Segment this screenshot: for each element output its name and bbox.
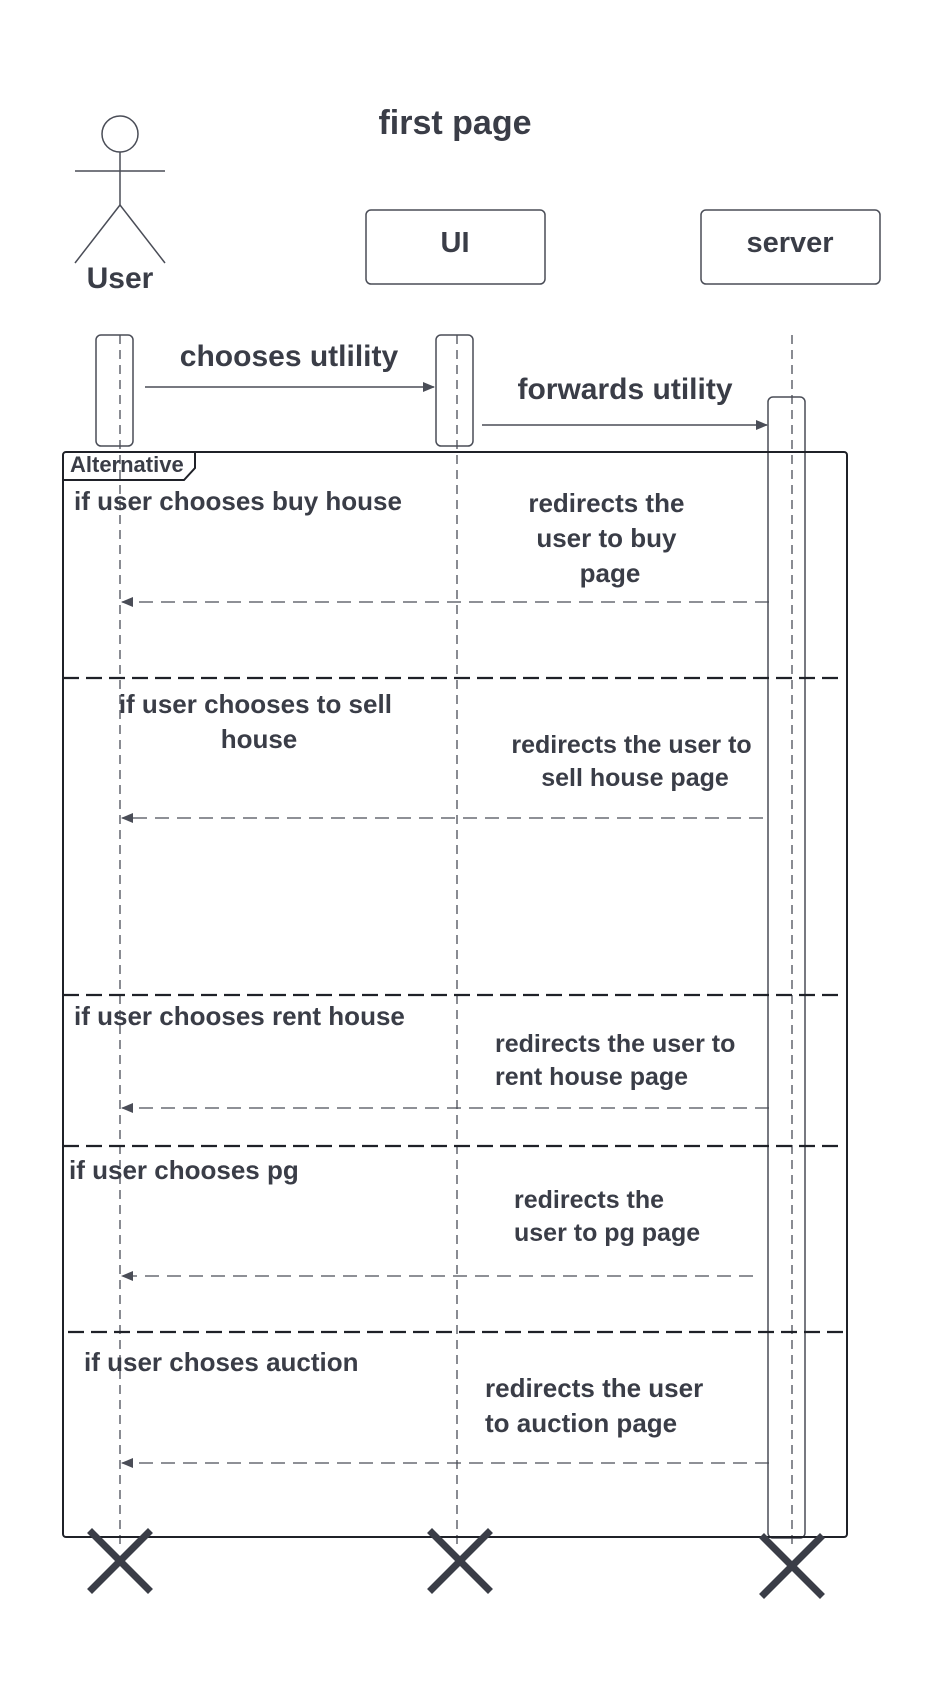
frame-tag-box — [63, 452, 196, 481]
reply-sell-house: redirects the user to sell house page — [511, 731, 758, 792]
server-participant-box — [700, 209, 881, 285]
actor-left-leg — [74, 204, 121, 264]
guard-line: if user chooses rent house — [74, 1001, 405, 1031]
guard-line: if user choses auction — [84, 1347, 359, 1377]
server-activation-bar — [767, 396, 806, 1539]
guard-sell-house: if user chooses to sell house — [119, 689, 399, 754]
reply-rent-house: redirects the user to rent house page — [495, 1030, 742, 1091]
reply-line: user to buy — [536, 523, 677, 553]
chooses-utility-label: chooses utlility — [180, 340, 399, 373]
ui-activation-bar — [435, 334, 474, 447]
reply-line: redirects the — [514, 1186, 664, 1214]
user-actor — [74, 115, 166, 264]
reply-line: to auction page — [485, 1408, 677, 1438]
server-participant-label: server — [746, 227, 833, 259]
reply-line: page — [580, 558, 641, 588]
user-activation-bar — [95, 334, 134, 447]
guard-auction: if user choses auction — [84, 1347, 359, 1377]
reply-pg: redirects the user to pg page — [514, 1186, 700, 1247]
reply-line: sell house page — [541, 764, 729, 792]
user-destroy-mark — [87, 1528, 153, 1594]
reply-line: redirects the user to — [495, 1030, 735, 1058]
reply-line: rent house page — [495, 1063, 688, 1091]
forwards-utility-label: forwards utility — [517, 373, 732, 406]
guard-rent-house: if user chooses rent house — [74, 1001, 405, 1031]
actor-label: User — [87, 262, 154, 295]
ui-participant-box — [365, 209, 546, 285]
guard-line: if user chooses buy house — [74, 486, 402, 516]
reply-auction: redirects the user to auction page — [485, 1373, 710, 1438]
reply-line: user to pg page — [514, 1219, 700, 1247]
guard-line: if user chooses to sell — [119, 689, 392, 719]
server-destroy-mark — [759, 1533, 825, 1599]
frame-tag-label: Alternative — [70, 452, 184, 477]
reply-line: redirects the user — [485, 1373, 703, 1403]
diagram-title: first page — [378, 104, 531, 142]
actor-right-leg — [119, 204, 166, 264]
ui-destroy-mark — [427, 1528, 493, 1594]
reply-buy-house: redirects the user to buy page — [528, 488, 691, 588]
reply-line: redirects the user to — [511, 731, 751, 759]
actor-head — [101, 115, 139, 153]
reply-line: redirects the — [528, 488, 684, 518]
ui-participant-label: UI — [441, 227, 470, 259]
guard-line: house — [221, 724, 298, 754]
guard-buy-house: if user chooses buy house — [74, 486, 402, 516]
guard-pg: if user chooses pg — [69, 1155, 299, 1185]
guard-line: if user chooses pg — [69, 1155, 299, 1185]
